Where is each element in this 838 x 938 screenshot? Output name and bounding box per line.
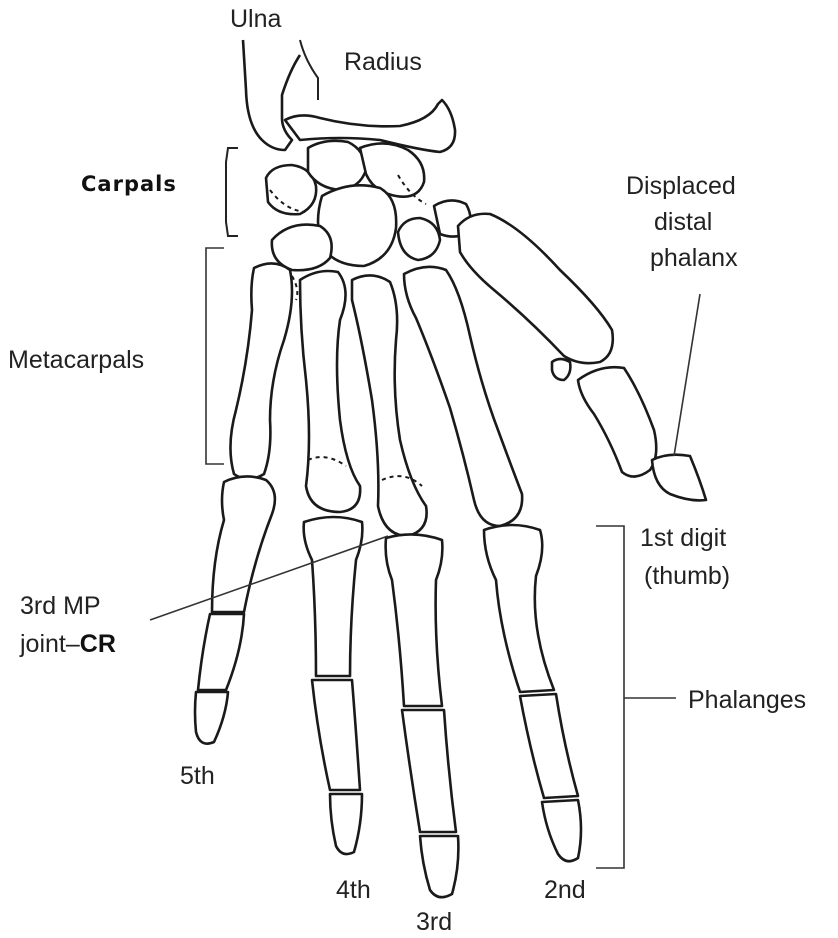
label-first-digit-line2: (thumb) bbox=[644, 562, 730, 590]
label-phalanges: Phalanges bbox=[688, 686, 806, 714]
label-2nd: 2nd bbox=[544, 876, 586, 904]
metacarpals-bracket bbox=[206, 248, 224, 464]
label-5th: 5th bbox=[180, 762, 215, 790]
label-displaced-line1: Displaced bbox=[626, 172, 736, 200]
label-first-digit-line1: 1st digit bbox=[640, 524, 726, 552]
label-3rd: 3rd bbox=[416, 908, 452, 936]
carpals-bracket bbox=[226, 148, 238, 236]
fourth-finger-bones bbox=[304, 517, 363, 854]
label-displaced-line3: phalanx bbox=[650, 244, 738, 272]
displaced-phalanx-leader bbox=[674, 294, 700, 456]
phalanges-bracket bbox=[596, 526, 624, 868]
label-carpals: Carpals bbox=[81, 172, 177, 196]
third-finger-bones bbox=[386, 534, 459, 897]
label-metacarpals: Metacarpals bbox=[8, 346, 144, 374]
label-radius: Radius bbox=[344, 48, 422, 76]
label-mp-joint-line1: 3rd MP bbox=[20, 592, 101, 620]
label-mp-joint-line2: joint–CR bbox=[19, 630, 116, 658]
label-4th: 4th bbox=[336, 876, 371, 904]
carpal-bones bbox=[266, 141, 471, 270]
label-displaced-line2: distal bbox=[654, 208, 712, 236]
fifth-finger-bones bbox=[195, 476, 275, 743]
second-finger-bones bbox=[484, 525, 581, 861]
label-mp-joint-cr: CR bbox=[80, 630, 116, 658]
label-ulna: Ulna bbox=[230, 5, 282, 33]
